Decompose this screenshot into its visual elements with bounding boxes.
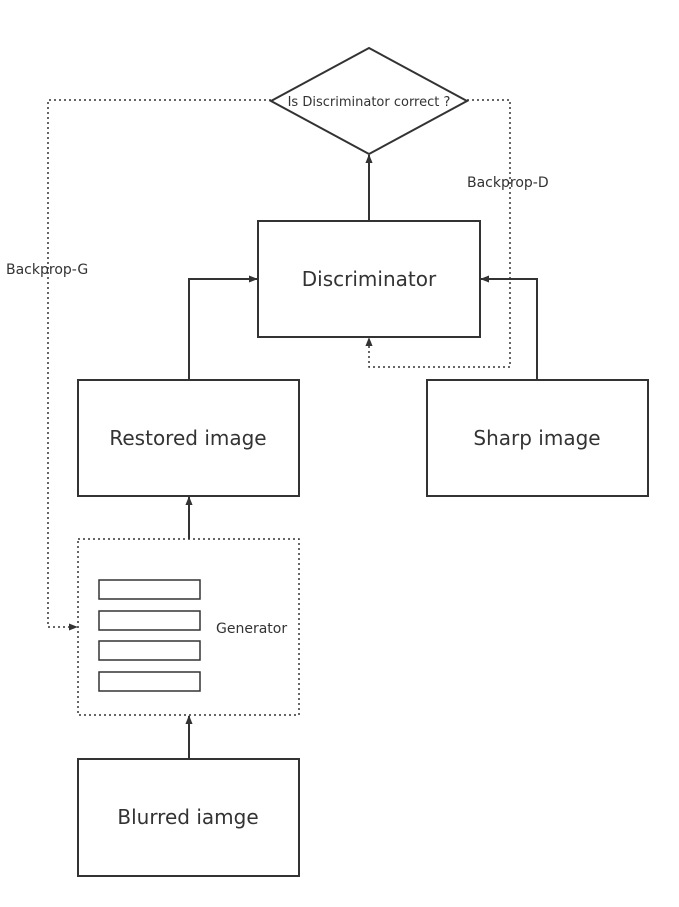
generator-layer-1 [98,579,201,600]
arrow-backprop-d [365,99,511,368]
backprop-g-label: Backprop-G [6,262,88,278]
decision-label: Is Discriminator correct ? [288,95,451,110]
restored-image-label: Restored image [109,426,266,450]
sharp-image-box [426,379,649,497]
discriminator-box [257,220,481,338]
arrow-restored-to-discriminator [188,275,258,380]
arrow-backprop-g [47,99,271,631]
decision-diamond [268,46,470,156]
restored-image-box [77,379,300,497]
backprop-d-label: Backprop-D [467,175,549,191]
generator-label: Generator [216,621,287,637]
generator-layer-3 [98,640,201,661]
discriminator-label: Discriminator [302,267,437,291]
sharp-image-label: Sharp image [473,426,600,450]
arrow-sharp-to-discriminator [480,275,538,380]
blurred-image-label: Blurred iamge [117,805,258,829]
generator-layer-4 [98,671,201,692]
generator-layer-2 [98,610,201,631]
blurred-image-box [77,758,300,877]
